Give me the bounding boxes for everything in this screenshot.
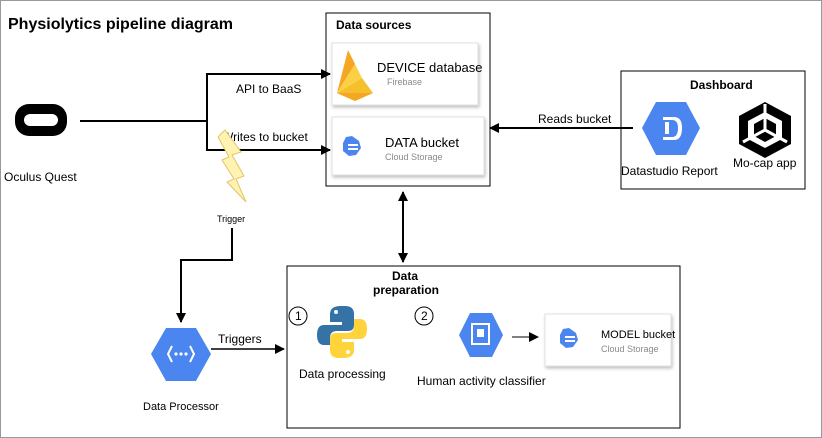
lightning-icon bbox=[217, 129, 247, 203]
edge-label-reads: Reads bucket bbox=[538, 112, 612, 126]
step-2-number: 2 bbox=[421, 309, 428, 323]
cloud-storage-icon bbox=[560, 328, 578, 348]
oculus-quest-label: Oculus Quest bbox=[4, 170, 77, 184]
edge-label-triggers: Triggers bbox=[218, 332, 262, 346]
datastudio-node[interactable]: Datastudio Report bbox=[621, 102, 718, 178]
data-processing-node[interactable]: Data processing bbox=[299, 306, 386, 381]
mocap-label: Mo-cap app bbox=[733, 156, 797, 170]
har-classifier-label: Human activity classifier bbox=[417, 374, 546, 388]
data-bucket-card[interactable]: DATA bucket Cloud Storage bbox=[331, 116, 485, 176]
data-bucket-title: DATA bucket bbox=[385, 135, 459, 150]
model-bucket-subtitle: Cloud Storage bbox=[601, 344, 659, 354]
cloud-storage-icon bbox=[343, 136, 361, 156]
step-1-badge bbox=[288, 306, 308, 326]
human-activity-classifier-node[interactable]: Human activity classifier bbox=[417, 313, 546, 388]
mocap-node[interactable]: Mo-cap app bbox=[733, 102, 797, 170]
model-bucket-card[interactable]: MODEL bucket Cloud Storage bbox=[544, 313, 675, 367]
device-database-card[interactable]: DEVICE database Firebase bbox=[331, 42, 483, 106]
model-bucket-title: MODEL bucket bbox=[601, 329, 675, 341]
oculus-quest-node[interactable]: Oculus Quest bbox=[4, 104, 77, 184]
edge-triggers: Triggers bbox=[211, 332, 285, 354]
device-database-title: DEVICE database bbox=[377, 60, 483, 75]
edge-label-api: API to BaaS bbox=[236, 82, 301, 96]
step-2-badge bbox=[414, 306, 434, 326]
data-processing-label: Data processing bbox=[299, 367, 386, 381]
edge-label-writes: Writes to bucket bbox=[222, 130, 308, 144]
step-1-number: 1 bbox=[295, 309, 302, 323]
edge-reads-bucket: Reads bucket bbox=[489, 112, 633, 133]
data-bucket-subtitle: Cloud Storage bbox=[385, 152, 443, 162]
datastudio-icon bbox=[642, 102, 700, 155]
data-sources-label: Data sources bbox=[336, 18, 412, 32]
data-processor-node[interactable]: Data Processor bbox=[143, 328, 219, 413]
python-icon bbox=[317, 306, 367, 358]
trigger-label: Trigger bbox=[217, 214, 245, 224]
data-processor-label: Data Processor bbox=[143, 401, 219, 413]
unity-icon bbox=[739, 102, 791, 158]
datastudio-label: Datastudio Report bbox=[621, 164, 718, 178]
edge-trigger bbox=[176, 228, 233, 323]
device-database-subtitle: Firebase bbox=[387, 77, 422, 87]
firebase-icon bbox=[337, 50, 373, 101]
edge-api-to-baas: API to BaaS bbox=[80, 69, 331, 122]
data-preparation-label-2: preparation bbox=[373, 283, 439, 297]
data-preparation-label-1: Data bbox=[392, 269, 418, 283]
diagram-title: Physiolytics pipeline diagram bbox=[8, 16, 233, 33]
dashboard-label: Dashboard bbox=[690, 78, 753, 92]
edge-writes-to-bucket: Writes to bucket bbox=[206, 121, 331, 155]
